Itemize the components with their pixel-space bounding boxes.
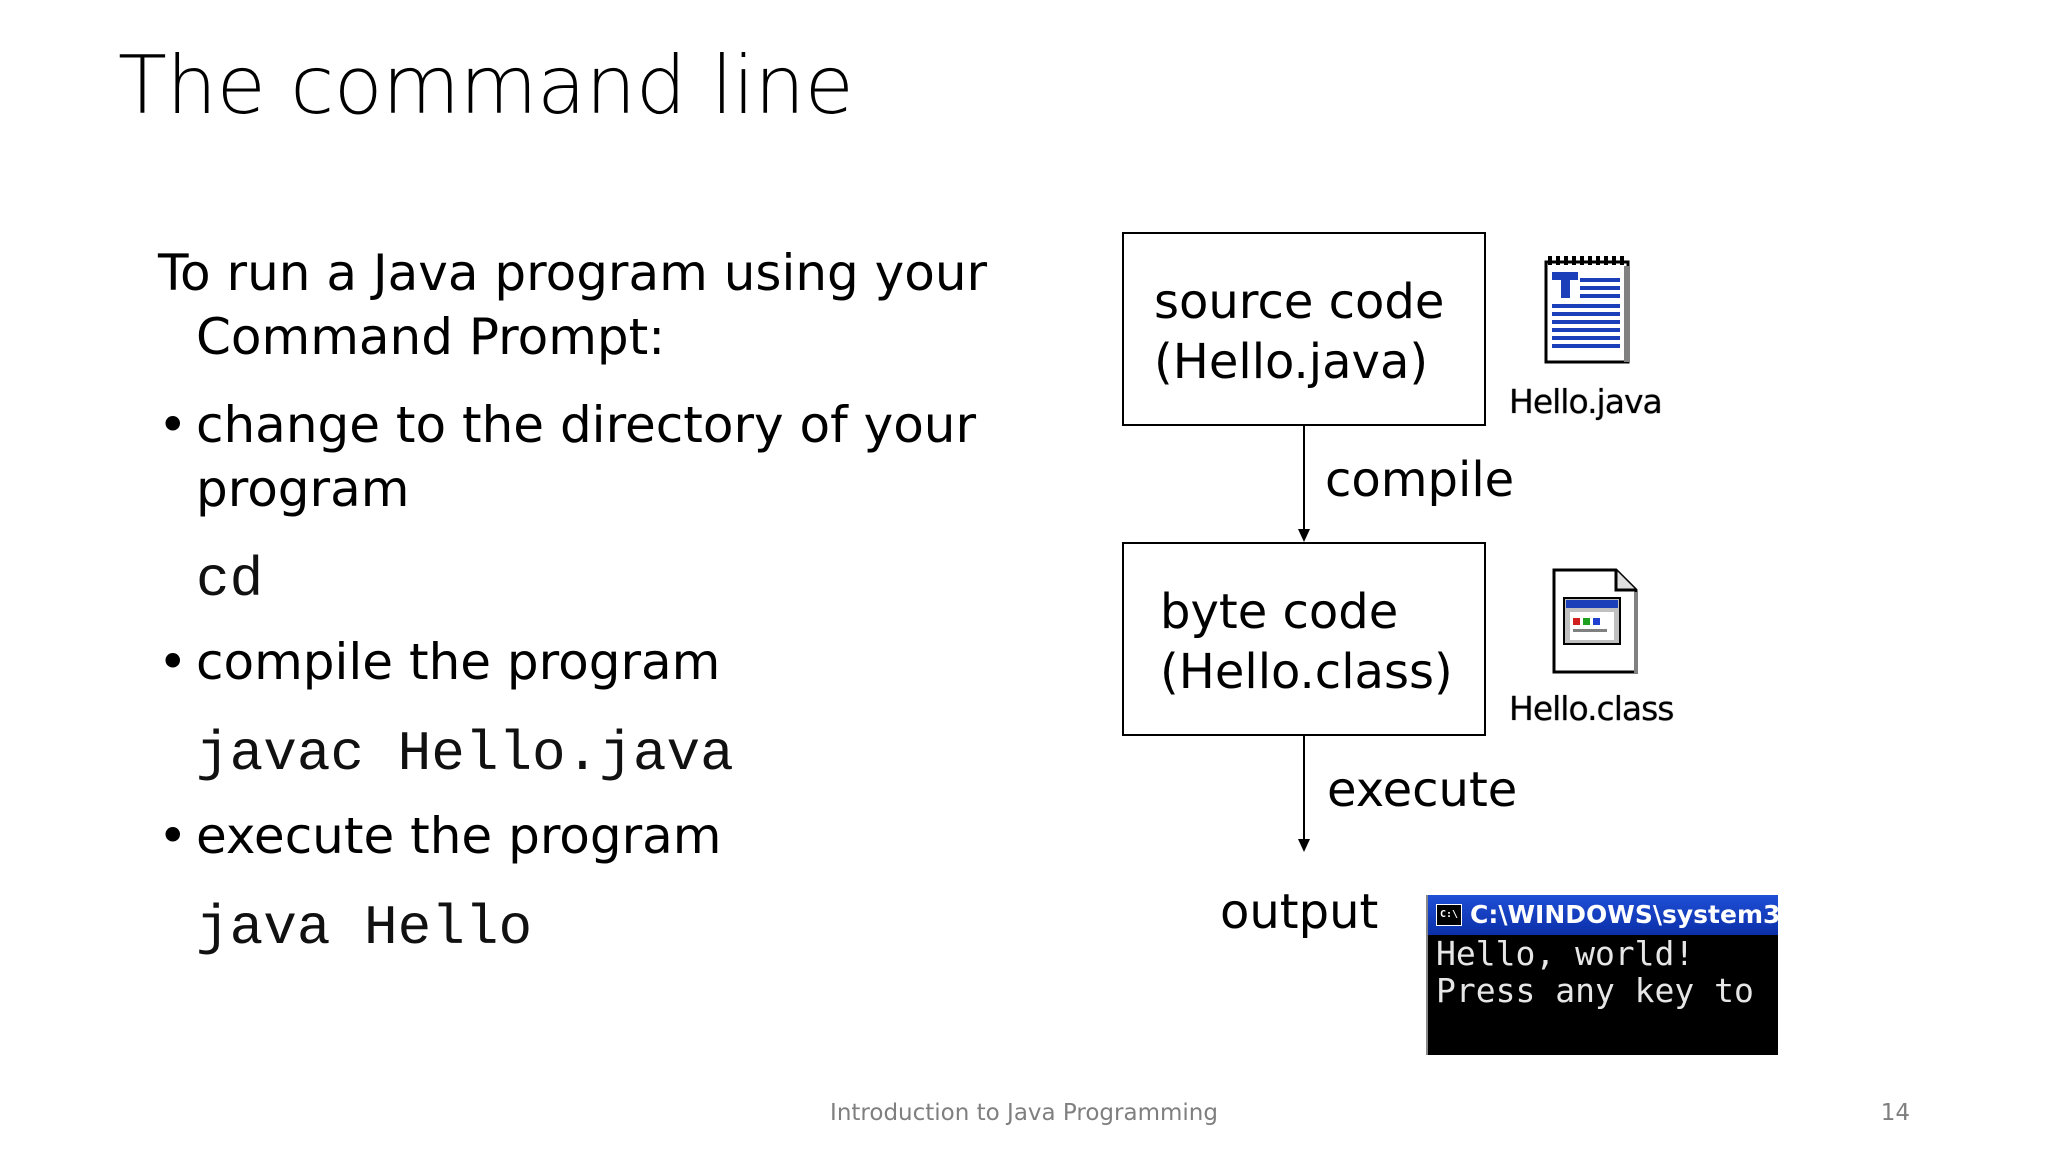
output-label: output [1220, 884, 1379, 940]
page-number: 14 [1880, 1100, 1910, 1126]
console-system-icon: C:\ [1436, 904, 1462, 926]
execute-arrow-line [1303, 736, 1305, 841]
source-code-line-2: (Hello.java) [1154, 334, 1429, 390]
intro-line-1: To run a Java program using your [158, 244, 988, 302]
slide-title: The command line [118, 39, 854, 132]
bullet-1-line-1: change to the directory of your [196, 396, 977, 454]
intro-text: To run a Java program using your Command… [158, 241, 1038, 369]
java-file-caption: Hello.java [1509, 382, 1663, 421]
bullet-1-line-2: program [196, 460, 410, 518]
code-java: java Hello [196, 896, 533, 960]
source-code-box: source code (Hello.java) [1122, 232, 1486, 426]
bullet-marker-2: • [158, 633, 188, 691]
bullet-marker-3: • [158, 807, 188, 865]
bullet-2-line-1: compile the program [196, 633, 721, 691]
intro-line-2: Command Prompt: [196, 308, 666, 366]
class-file-caption: Hello.class [1509, 689, 1674, 728]
execute-arrow-head [1298, 839, 1310, 852]
compile-label: compile [1325, 452, 1515, 508]
execute-label: execute [1327, 762, 1518, 818]
source-code-line-1: source code [1154, 274, 1445, 330]
text-document-icon [1544, 256, 1630, 364]
byte-code-line-1: byte code [1160, 584, 1399, 640]
console-titlebar: C:\ C:\WINDOWS\system32\cmd [1428, 895, 1778, 935]
code-cd: cd [196, 548, 264, 612]
console-line-2: Press any key to [1436, 971, 1754, 1010]
footer-text: Introduction to Java Programming [830, 1100, 1218, 1126]
byte-code-line-2: (Hello.class) [1160, 644, 1453, 700]
code-javac: javac Hello.java [196, 722, 734, 786]
compile-arrow-head [1298, 529, 1310, 542]
bullet-marker-1: • [158, 396, 188, 454]
byte-code-box: byte code (Hello.class) [1122, 542, 1486, 736]
console-title: C:\WINDOWS\system32\cmd [1470, 900, 1778, 929]
console-window: C:\ C:\WINDOWS\system32\cmd Hello, world… [1426, 895, 1778, 1055]
console-line-1: Hello, world! [1436, 934, 1695, 973]
bullet-3-line-1: execute the program [196, 807, 722, 865]
compile-arrow-line [1303, 426, 1305, 531]
application-window-icon [1552, 568, 1638, 674]
